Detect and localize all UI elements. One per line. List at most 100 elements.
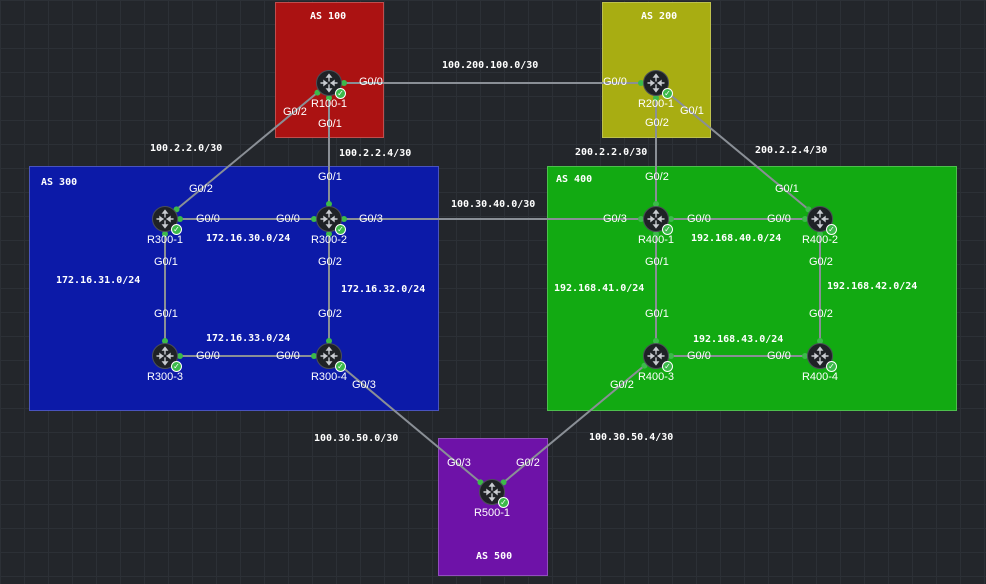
- subnet-label: 192.168.40.0/24: [691, 233, 782, 244]
- router-r300-2[interactable]: ✓: [316, 206, 346, 235]
- port-dot: [802, 353, 808, 359]
- port-label: G0/2: [189, 183, 213, 195]
- port-dot: [653, 338, 659, 344]
- router-label: R200-1: [637, 98, 675, 110]
- subnet-label: 172.16.31.0/24: [56, 275, 141, 286]
- router-label: R100-1: [310, 98, 348, 110]
- router-arrows-icon: [320, 73, 338, 93]
- port-label: G0/2: [318, 308, 342, 320]
- port-label: G0/0: [276, 350, 300, 362]
- as-200-title: AS 200: [641, 11, 678, 22]
- port-dot: [638, 216, 644, 222]
- router-arrows-icon: [811, 346, 829, 366]
- router-r300-1[interactable]: ✓: [152, 206, 182, 235]
- link-r200-1-to-r400-2[interactable]: [655, 82, 821, 220]
- port-label: G0/1: [680, 105, 704, 117]
- link-r400-3-to-r500-1[interactable]: [491, 355, 657, 493]
- router-label: R300-4: [310, 371, 348, 383]
- as-400-title: AS 400: [556, 174, 593, 185]
- subnet-label: 172.16.32.0/24: [341, 284, 426, 295]
- check-icon: ✓: [335, 88, 346, 99]
- port-dot: [341, 216, 347, 222]
- port-label: G0/1: [318, 118, 342, 130]
- subnet-label: 100.2.2.4/30: [339, 148, 412, 159]
- router-r400-4[interactable]: ✓: [807, 343, 837, 372]
- router-label: R300-2: [310, 234, 348, 246]
- router-r200-1[interactable]: ✓: [643, 70, 673, 99]
- router-arrows-icon: [156, 346, 174, 366]
- subnet-label: 200.2.2.4/30: [755, 145, 828, 156]
- port-label: G0/2: [610, 379, 634, 391]
- port-label: G0/3: [447, 457, 471, 469]
- port-dot: [653, 201, 659, 207]
- port-label: G0/0: [767, 350, 791, 362]
- port-dot: [638, 80, 644, 86]
- subnet-label: 100.30.40.0/30: [451, 199, 536, 210]
- port-label: G0/2: [645, 117, 669, 129]
- router-r400-1[interactable]: ✓: [643, 206, 673, 235]
- port-label: G0/2: [809, 256, 833, 268]
- subnet-label: 100.30.50.4/30: [589, 432, 674, 443]
- router-r300-4[interactable]: ✓: [316, 343, 346, 372]
- port-dot: [341, 80, 347, 86]
- check-icon: ✓: [662, 224, 673, 235]
- link-r300-4-to-r500-1[interactable]: [328, 355, 493, 493]
- subnet-label: 100.30.50.0/30: [314, 433, 399, 444]
- router-arrows-icon: [647, 346, 665, 366]
- subnet-label: 100.2.2.0/30: [150, 143, 223, 154]
- port-dot: [802, 216, 808, 222]
- router-label: R400-3: [637, 371, 675, 383]
- check-icon: ✓: [335, 224, 346, 235]
- port-dot: [311, 216, 317, 222]
- router-arrows-icon: [320, 346, 338, 366]
- port-label: G0/2: [318, 256, 342, 268]
- port-label: G0/1: [154, 308, 178, 320]
- as-100-title: AS 100: [310, 11, 347, 22]
- port-dot: [668, 216, 674, 222]
- router-arrows-icon: [483, 482, 501, 502]
- subnet-label: 192.168.42.0/24: [827, 281, 918, 292]
- port-label: G0/3: [352, 379, 376, 391]
- router-label: R300-3: [146, 371, 184, 383]
- router-label: R300-1: [146, 234, 184, 246]
- router-label: R400-1: [637, 234, 675, 246]
- router-arrows-icon: [156, 209, 174, 229]
- check-icon: ✓: [171, 361, 182, 372]
- router-arrows-icon: [320, 209, 338, 229]
- check-icon: ✓: [826, 224, 837, 235]
- port-label: G0/3: [359, 213, 383, 225]
- as-300-title: AS 300: [41, 177, 78, 188]
- port-label: G0/0: [603, 76, 627, 88]
- port-dot: [817, 231, 823, 237]
- as-300-region[interactable]: AS 300: [29, 166, 439, 411]
- port-label: G0/1: [645, 308, 669, 320]
- port-dot: [177, 353, 183, 359]
- subnet-label: 192.168.41.0/24: [554, 283, 645, 294]
- router-r300-3[interactable]: ✓: [152, 343, 182, 372]
- router-r500-1[interactable]: ✓: [479, 479, 509, 508]
- port-dot: [326, 338, 332, 344]
- port-label: G0/2: [283, 106, 307, 118]
- port-dot: [326, 231, 332, 237]
- port-label: G0/2: [645, 171, 669, 183]
- link-r100-1-to-r300-1[interactable]: [164, 82, 330, 220]
- port-label: G0/0: [767, 213, 791, 225]
- subnet-label: 100.200.100.0/30: [442, 60, 539, 71]
- port-dot: [653, 95, 659, 101]
- router-arrows-icon: [647, 73, 665, 93]
- check-icon: ✓: [662, 361, 673, 372]
- router-r400-2[interactable]: ✓: [807, 206, 837, 235]
- router-r100-1[interactable]: ✓: [316, 70, 346, 99]
- subnet-label: 192.168.43.0/24: [693, 334, 784, 345]
- port-dot: [162, 338, 168, 344]
- port-label: G0/2: [809, 308, 833, 320]
- check-icon: ✓: [335, 361, 346, 372]
- port-label: G0/3: [603, 213, 627, 225]
- port-label: G0/1: [318, 171, 342, 183]
- port-label: G0/1: [645, 256, 669, 268]
- subnet-label: 172.16.33.0/24: [206, 333, 291, 344]
- router-r400-3[interactable]: ✓: [643, 343, 673, 372]
- router-label: R500-1: [473, 507, 511, 519]
- as-400-region[interactable]: AS 400: [547, 166, 957, 411]
